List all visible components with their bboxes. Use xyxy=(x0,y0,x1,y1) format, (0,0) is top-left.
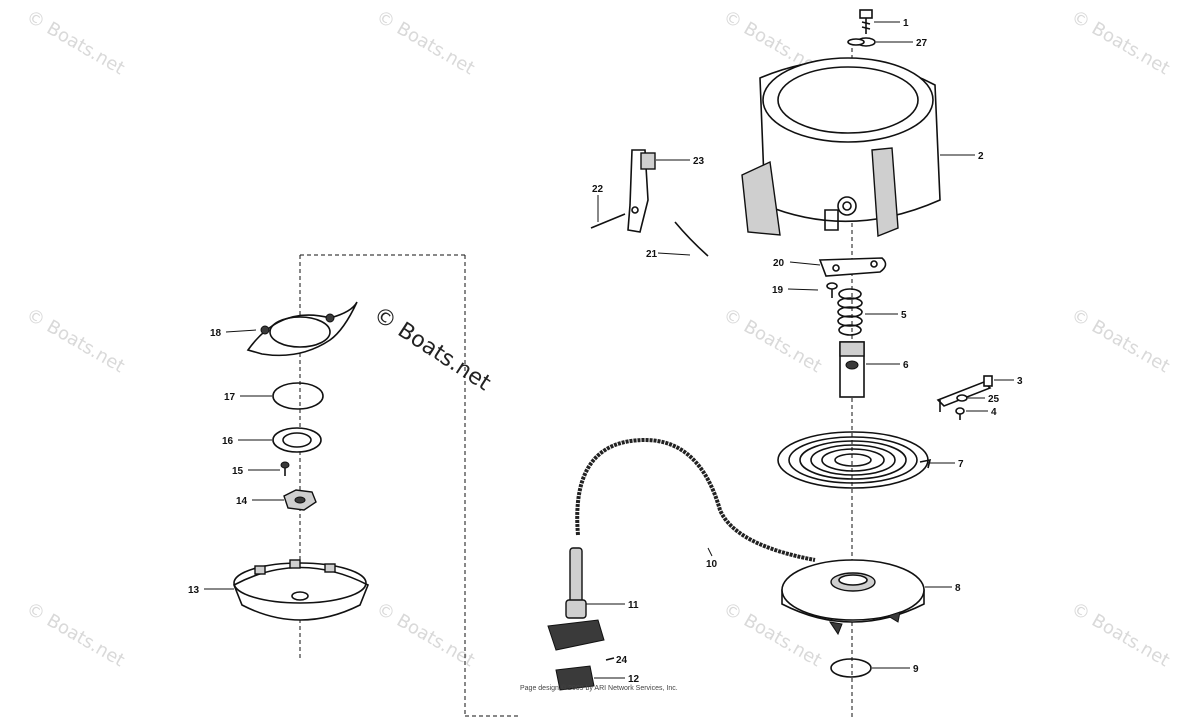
part-friction-ring xyxy=(272,382,324,410)
callout-2: 2 xyxy=(978,151,984,162)
part-spring-clip xyxy=(674,221,709,257)
callout-23: 23 xyxy=(693,156,705,167)
part-rewind-spring xyxy=(777,431,932,489)
watermark: © Boats.net xyxy=(1068,598,1174,671)
part-pulley xyxy=(781,559,925,636)
callout-14: 14 xyxy=(236,496,248,507)
part-starter-handle xyxy=(547,547,605,651)
part-starter-cup xyxy=(232,559,370,621)
part-retaining-ring xyxy=(830,658,872,678)
callout-11: 11 xyxy=(628,600,639,611)
part-plate xyxy=(818,257,887,277)
callout-1: 1 xyxy=(903,18,909,29)
part-pawl-bracket xyxy=(627,149,656,233)
callout-18: 18 xyxy=(210,328,222,339)
watermark: © Boats.net xyxy=(373,598,479,671)
callout-17: 17 xyxy=(224,392,236,403)
callout-9: 9 xyxy=(913,664,919,675)
callout-4: 4 xyxy=(991,407,997,418)
callout-22: 22 xyxy=(592,184,604,195)
part-screw xyxy=(826,282,838,298)
part-retainer-screw xyxy=(280,461,290,476)
part-pawl-plate xyxy=(246,301,358,357)
callout-7: 7 xyxy=(958,459,964,470)
part-coil-spring xyxy=(837,288,863,336)
callout-25: 25 xyxy=(988,394,1000,405)
callout-24: 24 xyxy=(616,655,628,666)
callout-12: 12 xyxy=(628,674,640,685)
part-hex-nut xyxy=(283,489,317,511)
part-spring-washer xyxy=(272,427,322,453)
watermark: © Boats.net xyxy=(23,6,129,79)
watermark: © Boats.net xyxy=(23,598,129,671)
callout-16: 16 xyxy=(222,436,234,447)
part-starter-housing xyxy=(741,38,941,238)
part-insert-pin xyxy=(605,657,615,661)
leader-lines xyxy=(204,21,1014,679)
part-shaft xyxy=(839,341,865,398)
callout-21: 21 xyxy=(646,249,658,260)
center-watermark: © Boats.net xyxy=(369,302,495,396)
callout-3: 3 xyxy=(1017,376,1023,387)
callout-8: 8 xyxy=(955,583,961,594)
watermark: © Boats.net xyxy=(720,304,826,377)
watermark: © Boats.net xyxy=(1068,304,1174,377)
callout-10: 10 xyxy=(706,559,718,570)
callout-15: 15 xyxy=(232,466,244,477)
part-starter-rope xyxy=(575,437,816,562)
part-bolt xyxy=(859,9,873,34)
part-bracket xyxy=(936,375,993,412)
part-lock-washer xyxy=(956,394,968,402)
part-small-screw xyxy=(955,407,965,420)
part-pin xyxy=(590,213,626,229)
watermark: © Boats.net xyxy=(373,6,479,79)
callout-6: 6 xyxy=(903,360,909,371)
watermark: © Boats.net xyxy=(23,304,129,377)
background-watermarks: © Boats.net © Boats.net © Boats.net © Bo… xyxy=(23,6,1174,671)
callout-13: 13 xyxy=(188,585,200,596)
part-handle-insert xyxy=(555,665,595,691)
callout-27: 27 xyxy=(916,38,928,49)
callout-20: 20 xyxy=(773,258,785,269)
callout-19: 19 xyxy=(772,285,784,296)
callout-5: 5 xyxy=(901,310,907,321)
page-credit: Page design © 2009 by ARI Network Servic… xyxy=(520,684,678,692)
watermark: © Boats.net xyxy=(1068,6,1174,79)
